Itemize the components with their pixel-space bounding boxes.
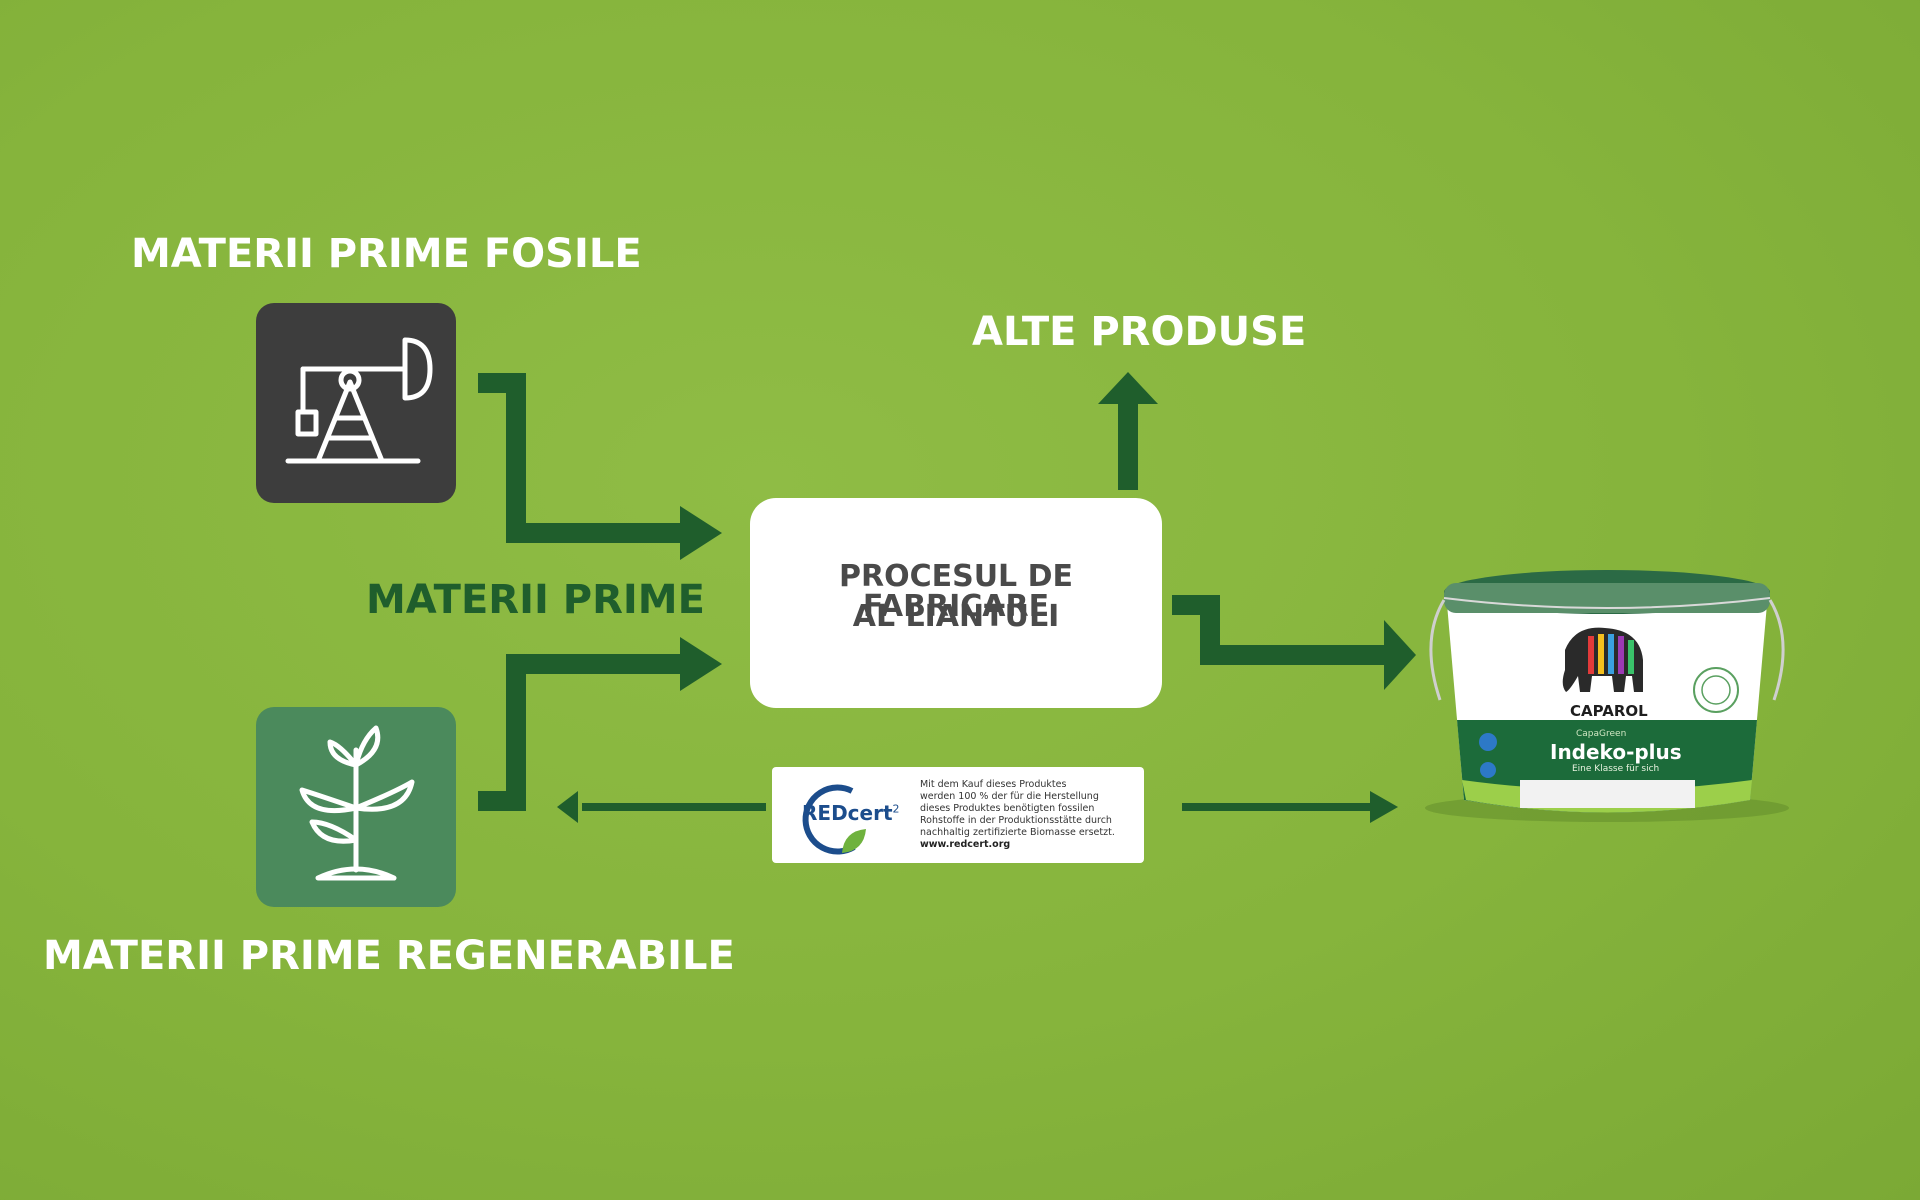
- arrow-fossil-to-process: [478, 373, 722, 560]
- process-title-line2: AL LIANTULI: [852, 599, 1060, 634]
- label-fossil-raw-materials: MATERII PRIME FOSILE: [131, 231, 642, 277]
- label-renewable-raw-materials: MATERII PRIME REGENERABILE: [43, 933, 735, 979]
- arrow-process-to-other-products: [1098, 372, 1158, 490]
- product-brand: CAPAROL: [1570, 702, 1648, 720]
- paint-bucket-image: [1425, 570, 1789, 822]
- redcert-logo-icon: [802, 784, 866, 855]
- redcert-logo-text: REDcert2: [802, 801, 900, 825]
- certificate-url: www.redcert.org: [920, 839, 1011, 850]
- arrow-cert-right: [1182, 791, 1398, 823]
- redcert-certificate-label: REDcert2 Mit dem Kauf dieses Produktes w…: [772, 767, 1144, 863]
- product-line: CapaGreen: [1576, 729, 1627, 739]
- product-name: Indeko-plus: [1550, 740, 1682, 764]
- process-title-line1: PROCESUL DE FABRICARE: [838, 559, 1074, 624]
- arrow-renewable-to-process: [478, 637, 722, 811]
- certificate-description: Mit dem Kauf dieses Produktes werden 100…: [920, 779, 1140, 851]
- label-raw-materials: MATERII PRIME: [366, 577, 705, 623]
- oil-pump-icon: [285, 337, 433, 464]
- arrow-process-to-product: [1172, 595, 1416, 690]
- arrow-cert-left: [557, 791, 766, 823]
- label-other-products: ALTE PRODUSE: [972, 309, 1307, 355]
- caparol-elephant-icon: [1562, 627, 1643, 692]
- product-tagline: Eine Klasse für sich: [1572, 764, 1660, 774]
- binder-manufacturing-process-box: PROCESUL DE FABRICARE AL LIANTULI: [750, 498, 1162, 708]
- plant-sprout-icon: [299, 725, 415, 881]
